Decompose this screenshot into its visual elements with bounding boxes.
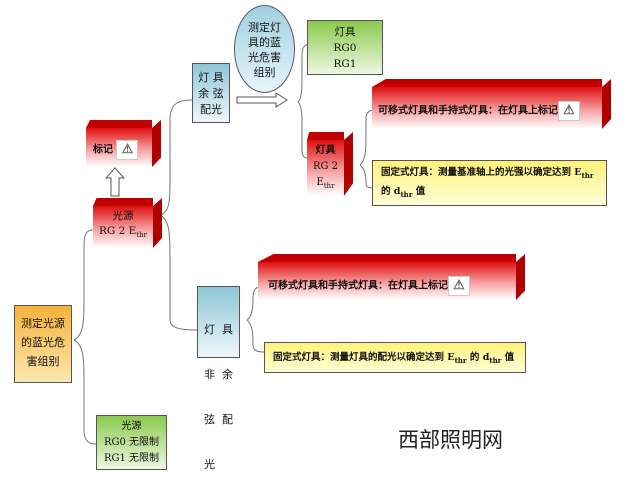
root-line: 测定光源 bbox=[21, 317, 65, 330]
bracket-rg2 bbox=[297, 101, 308, 159]
source-rg2-value: RG 2 Ethr bbox=[99, 225, 147, 240]
watermark: 西部照明网 bbox=[398, 428, 503, 452]
yellow1-text: 固定式灯具：测量基准轴上的光强以确定达到 E bbox=[381, 167, 582, 178]
blue-light-hazard-warning-icon: ⚠ bbox=[558, 101, 580, 121]
root-line: 的蓝光危 bbox=[21, 336, 65, 349]
source-rg01-line: RG0 无限制 bbox=[103, 437, 160, 448]
yellow2-text: 固定式灯具：测量灯具的配光以确定达到 E bbox=[273, 352, 455, 363]
bracket-root-down bbox=[73, 339, 97, 445]
bracket-rg01 bbox=[297, 44, 308, 103]
bracket-root-up bbox=[73, 229, 94, 341]
banner-portable-marking-2: 可移式灯具和手持式灯具：在灯具上标记⚠ bbox=[258, 254, 525, 300]
cosine-line: 灯 具 bbox=[198, 71, 224, 84]
lum-rg2-ethr: Ethr bbox=[316, 177, 335, 190]
cosine-luminaire-box: 灯 具 余 弦 配光 bbox=[192, 63, 230, 123]
ellipse-line: 测定灯 bbox=[248, 21, 281, 34]
ellipse-line: 组别 bbox=[253, 66, 276, 79]
luminaire-rg2-box: 灯具 RG 2 Ethr bbox=[307, 132, 353, 196]
root-line: 害组别 bbox=[26, 355, 60, 368]
bracket-noncosine bbox=[159, 214, 198, 331]
source-rg01-line: RG1 无限制 bbox=[103, 453, 160, 464]
bracket-yellow2 bbox=[246, 319, 265, 353]
noncosine-line: 非 余 bbox=[204, 368, 233, 381]
lum-rg01-line: RG0 bbox=[333, 42, 357, 54]
noncosine-line: 光 bbox=[204, 458, 215, 471]
source-rg2-box: 光源 RG 2 Ethr bbox=[93, 198, 162, 248]
source-rg01-box: 光源 RG0 无限制 RG1 无限制 bbox=[96, 415, 167, 470]
noncosine-line: 弦 配 bbox=[204, 413, 233, 426]
luminaire-rg01-box: 灯具 RG0 RG1 bbox=[307, 20, 383, 75]
noncosine-line: 灯 具 bbox=[204, 323, 233, 336]
bracket-banner1 bbox=[359, 109, 377, 166]
noncosine-luminaire-box: 灯 具 非 余 弦 配 光 bbox=[197, 286, 240, 471]
root-measure-source-group: 测定光源 的蓝光危 害组别 bbox=[14, 305, 72, 383]
up-arrow-icon bbox=[104, 167, 126, 197]
banner2-text: 可移式灯具和手持式灯具：在灯具上标记 bbox=[268, 280, 448, 292]
cosine-line: 余 弦 bbox=[198, 87, 224, 100]
lum-rg01-line: RG1 bbox=[333, 58, 357, 70]
bracket-cosine bbox=[159, 99, 193, 216]
ellipse-line: 具的蓝 bbox=[248, 36, 281, 49]
measure-luminaire-group-ellipse: 测定灯 具的蓝 光危害 组别 bbox=[234, 5, 295, 93]
fixed-luminaire-note-1: 固定式灯具：测量基准轴上的光强以确定达到 Ethr 的 dthr 值 bbox=[372, 160, 607, 206]
banner1-text: 可移式灯具和手持式灯具：在灯具上标记 bbox=[378, 105, 558, 117]
ellipse-line: 光危害 bbox=[248, 51, 281, 64]
marking-label: 标记 bbox=[93, 144, 113, 156]
lum-rg2-title: 灯具 bbox=[315, 145, 336, 156]
source-rg2-title: 光源 bbox=[112, 210, 134, 222]
bracket-yellow1 bbox=[359, 164, 377, 189]
right-arrow-icon bbox=[236, 92, 288, 108]
blue-light-hazard-warning-icon: ⚠ bbox=[448, 276, 470, 296]
blue-light-hazard-warning-icon: ⚠ bbox=[116, 140, 139, 160]
marking-box: 标记 ⚠ bbox=[86, 120, 161, 167]
fixed-luminaire-note-2: 固定式灯具：测量灯具的配光以确定达到 Ethr 的 dthr 值 bbox=[264, 342, 526, 373]
banner-portable-marking-1: 可移式灯具和手持式灯具：在灯具上标记⚠ bbox=[372, 79, 611, 129]
cosine-line: 配光 bbox=[200, 103, 222, 116]
lum-rg2-group: RG 2 bbox=[312, 161, 339, 172]
lum-rg01-line: 灯具 bbox=[334, 26, 356, 38]
bracket-banner2 bbox=[246, 286, 261, 321]
source-rg01-line: 光源 bbox=[121, 421, 142, 432]
